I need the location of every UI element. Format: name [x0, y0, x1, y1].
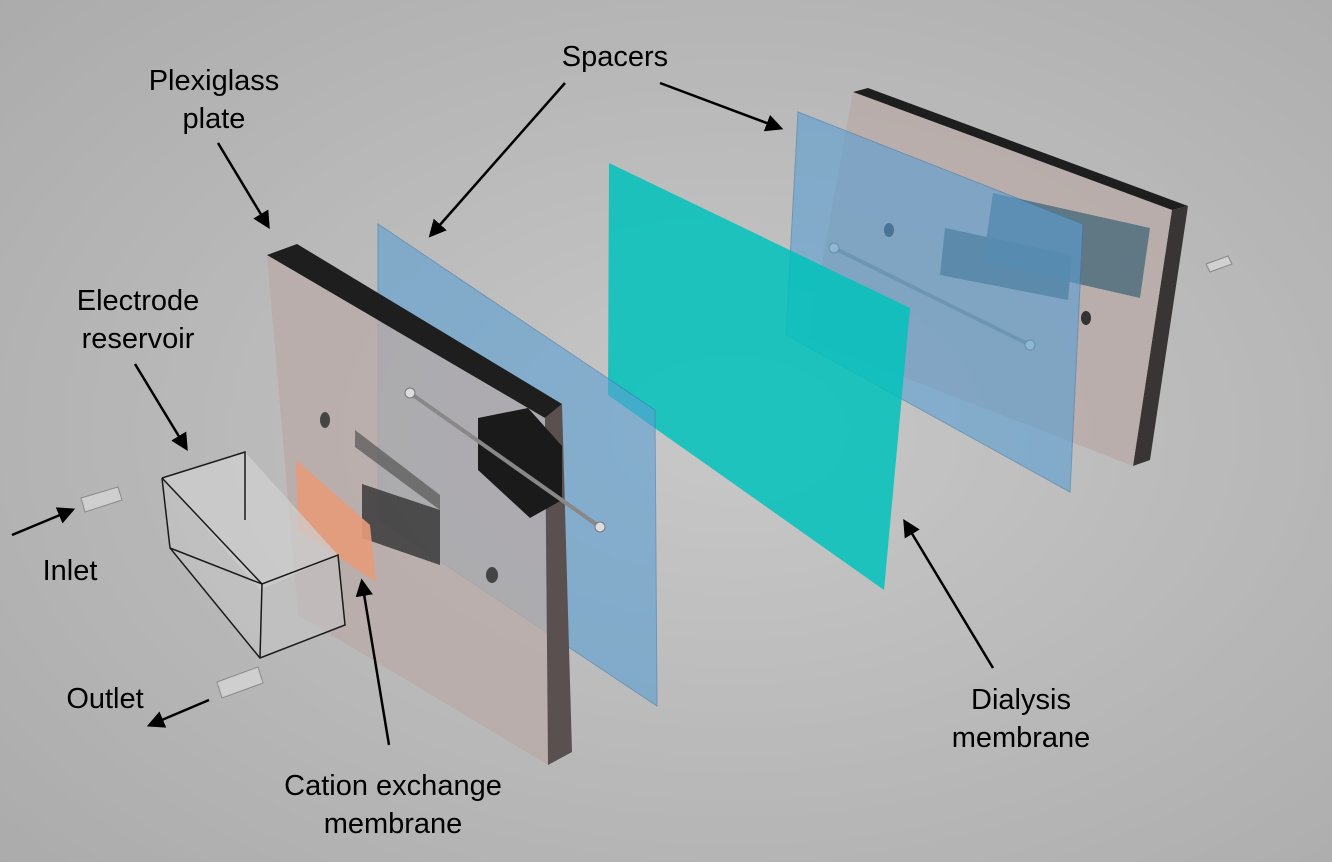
label-cation-exchange-membrane: Cation exchange membrane — [255, 767, 531, 843]
label-dialysis-membrane: Dialysis membrane — [936, 681, 1106, 757]
electrode-reservoir — [161, 450, 346, 659]
label-spacers-text: Spacers — [561, 41, 669, 73]
label-dialysis-line2: membrane — [951, 722, 1091, 754]
arrow-spacer-front — [428, 82, 566, 238]
label-electrode-line1: Electrode — [76, 285, 200, 317]
label-plexiglass-line1: Plexiglass — [148, 65, 280, 97]
front-plexiglass-plate — [267, 244, 606, 765]
label-outlet: Outlet — [50, 680, 160, 718]
label-cation-line1: Cation exchange — [284, 770, 502, 802]
arrow-cation — [355, 578, 391, 746]
arrow-outlet — [146, 698, 210, 728]
label-inlet-text: Inlet — [42, 555, 98, 587]
label-electrode-reservoir: Electrode reservoir — [58, 282, 218, 358]
label-cation-line2: membrane — [323, 808, 463, 840]
outlet-tube — [216, 666, 264, 699]
back-port-tube — [1205, 255, 1233, 273]
arrow-electrode — [133, 363, 188, 451]
label-dialysis-line1: Dialysis — [971, 684, 1071, 716]
inlet-tube — [80, 486, 123, 513]
arrow-dialysis — [903, 519, 995, 669]
label-inlet: Inlet — [30, 552, 110, 590]
label-plexiglass-line2: plate — [182, 103, 246, 135]
label-spacers: Spacers — [545, 38, 685, 76]
label-plexiglass-plate: Plexiglass plate — [134, 62, 294, 138]
dialysis-membrane — [608, 163, 910, 590]
cation-exchange-membrane — [296, 460, 376, 582]
arrow-plexiglass — [216, 142, 270, 229]
arrow-spacer-back — [659, 81, 784, 132]
label-electrode-line2: reservoir — [81, 323, 195, 355]
label-outlet-text: Outlet — [66, 683, 144, 715]
arrow-inlet — [11, 507, 76, 537]
